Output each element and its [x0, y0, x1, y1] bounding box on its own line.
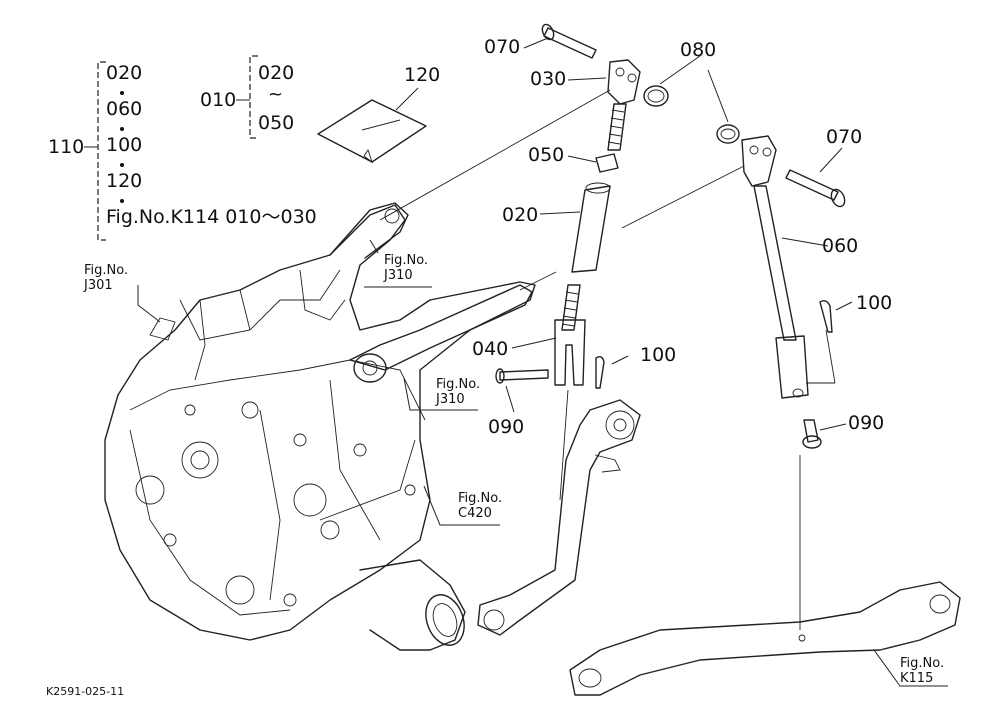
fig-ref-caption: Fig.No.	[458, 491, 503, 506]
set-010-from: 020	[258, 62, 295, 84]
callout-080: 080	[680, 39, 717, 61]
set-010-to: 050	[258, 112, 295, 134]
fig-ref-j310-top: Fig.No. J310	[384, 253, 428, 283]
callout-030: 030	[530, 68, 567, 90]
set-110-separator	[120, 199, 124, 203]
lift-rod-left	[477, 23, 669, 636]
callout-090-left: 090	[488, 416, 525, 438]
callout-090-right: 090	[848, 412, 885, 434]
set-110-item: 100	[106, 134, 143, 156]
fig-ref-j310-mid: Fig.No. J310	[436, 377, 480, 407]
set-110-separator	[120, 127, 124, 131]
fig-ref-caption: Fig.No.	[436, 377, 481, 392]
callout-010: 010	[200, 89, 237, 111]
fig-ref-caption: Fig.No.	[900, 656, 945, 671]
lift-rod-right	[569, 124, 961, 696]
callout-070-top: 070	[484, 36, 521, 58]
callout-100-right: 100	[856, 292, 893, 314]
fig-ref-caption: Fig.No.	[384, 253, 429, 268]
set-110-ref: Fig.No.K114 010～030	[106, 206, 317, 228]
callout-120: 120	[404, 64, 441, 86]
set-110-separator	[120, 91, 124, 95]
drawing-code: K2591-025-11	[46, 685, 125, 698]
bracket-110	[97, 61, 106, 241]
fig-ref-number: J310	[384, 268, 413, 283]
set-010-range-sign: ~	[268, 84, 284, 105]
callout-070-right: 070	[826, 126, 863, 148]
callout-020: 020	[502, 204, 539, 226]
label-sheet-120	[317, 87, 427, 164]
fig-ref-number: K115	[900, 671, 934, 686]
set-110-separator	[120, 163, 124, 167]
callout-040: 040	[472, 338, 509, 360]
fig-ref-number: J301	[84, 278, 113, 293]
transmission-housing	[104, 202, 536, 651]
fig-ref-number: C420	[458, 506, 492, 521]
fig-ref-number: J310	[436, 392, 465, 407]
callout-060: 060	[822, 235, 859, 257]
fig-ref-caption: Fig.No.	[84, 263, 129, 278]
fig-ref-j301: Fig.No. J301	[84, 263, 128, 293]
bracket-010	[249, 55, 258, 139]
callout-100-left: 100	[640, 344, 677, 366]
set-110-item: 120	[106, 170, 143, 192]
set-110-item: 060	[106, 98, 143, 120]
set-110-item: 020	[106, 62, 143, 84]
fig-ref-c420: Fig.No. C420	[458, 491, 502, 521]
leader-lines	[137, 37, 948, 687]
callout-050: 050	[528, 144, 565, 166]
fig-ref-k115: Fig.No. K115	[900, 656, 944, 686]
callout-110: 110	[48, 136, 85, 158]
